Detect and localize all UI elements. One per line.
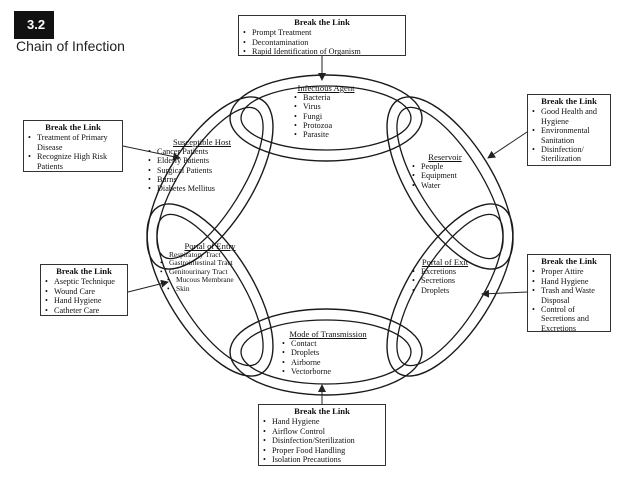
link-item: Contact xyxy=(282,339,388,348)
break-link-heading: Break the Link xyxy=(294,17,350,27)
link-item: Airborne xyxy=(282,358,388,367)
slide-title: Chain of Infection xyxy=(16,38,125,54)
portal-of-entry-label: Portal of Entry Respiratory Tract Gastro… xyxy=(160,242,260,294)
break-link-item: Catheter Care xyxy=(45,306,123,316)
break-link-box-right-top: Break the Link Good Health and Hygiene E… xyxy=(527,94,611,166)
break-link-item: Wound Care xyxy=(45,287,123,297)
link-item: Protozoa xyxy=(294,121,372,130)
break-link-heading: Break the Link xyxy=(45,122,101,132)
break-link-heading: Break the Link xyxy=(56,266,112,276)
break-link-item: Treatment of Primary Disease xyxy=(28,133,118,152)
link-item: Vectorborne xyxy=(282,367,388,376)
link-item: Genitourinary Tract xyxy=(160,267,260,277)
mode-of-transmission-label: Mode of Transmission Contact Droplets Ai… xyxy=(268,329,388,376)
break-link-box-right-bottom: Break the Link Proper Attire Hand Hygien… xyxy=(527,254,611,333)
break-link-item: Isolation Precautions xyxy=(263,455,381,465)
link-heading: Portal of Exit xyxy=(421,257,469,267)
break-link-item: Disinfection/Sterilization xyxy=(263,436,381,446)
reservoir-label: Reservoir People Equipment Water xyxy=(412,152,478,190)
link-item: Parasite xyxy=(294,130,372,139)
link-heading: Portal of Entry xyxy=(184,241,236,251)
break-link-box-bottom: Break the Link Hand Hygiene Airflow Cont… xyxy=(258,404,386,466)
link-item: Secretions xyxy=(412,276,478,285)
link-item: Gastrointestinal Tract xyxy=(160,259,260,268)
link-item: Cancer Patients xyxy=(148,147,238,156)
chain-link-mode-of-transmission xyxy=(229,308,423,396)
break-link-item: Rapid Identification of Organism xyxy=(243,47,401,57)
break-link-item: Aseptic Technique xyxy=(45,277,123,287)
break-link-item: Hand Hygiene xyxy=(532,277,606,287)
break-link-item: Hand Hygiene xyxy=(45,296,123,306)
link-heading: Mode of Transmission xyxy=(289,329,367,339)
break-link-item: Trash and Waste Disposal xyxy=(532,286,606,305)
arrow-right-top xyxy=(487,131,528,159)
infectious-agent-label: Infectious Agent Bacteria Virus Fungi Pr… xyxy=(280,83,372,139)
link-item: Equipment xyxy=(412,171,478,180)
susceptible-host-label: Susceptible Host Cancer Patients Elderly… xyxy=(148,137,238,193)
break-link-box-left-top: Break the Link Treatment of Primary Dise… xyxy=(23,120,123,172)
slide-number-badge: 3.2 xyxy=(14,11,54,39)
break-link-item: Disinfection/ Sterilization xyxy=(532,145,606,164)
link-item: Droplets xyxy=(282,348,388,357)
link-item: Droplets xyxy=(412,286,478,295)
arrow-right-bottom xyxy=(481,289,528,298)
break-link-heading: Break the Link xyxy=(294,406,350,416)
link-item: Bacteria xyxy=(294,93,372,102)
break-link-item: Proper Attire xyxy=(532,267,606,277)
break-link-item: Environmental Sanitation xyxy=(532,126,606,145)
link-heading: Susceptible Host xyxy=(172,137,231,147)
break-link-item: Good Health and Hygiene xyxy=(532,107,606,126)
link-item: Respiratory Tract xyxy=(160,250,260,260)
link-heading: Infectious Agent xyxy=(297,83,355,93)
link-item: Virus xyxy=(294,102,372,111)
break-link-box-top: Break the Link Prompt Treatment Decontam… xyxy=(238,15,406,57)
break-link-heading: Break the Link xyxy=(541,96,597,106)
link-item: Diabetes Mellitus xyxy=(148,184,238,193)
link-item: Excretions xyxy=(412,267,478,276)
link-item: Water xyxy=(412,181,478,190)
link-item: Burns xyxy=(148,175,238,184)
link-item: Mucous Membrane xyxy=(160,276,260,285)
portal-of-exit-label: Portal of Exit Excretions Secretions Dro… xyxy=(412,257,478,295)
break-link-item: Decontamination xyxy=(243,38,401,48)
link-item: Fungi xyxy=(294,112,372,121)
break-link-item: Control of Secretions and Excretions xyxy=(532,305,606,333)
chain-link-infectious-agent xyxy=(229,74,423,162)
slide-number: 3.2 xyxy=(27,17,46,32)
break-link-item: Prompt Treatment xyxy=(243,28,401,38)
break-link-box-left-bottom: Break the Link Aseptic Technique Wound C… xyxy=(40,264,128,316)
link-heading: Reservoir xyxy=(428,152,462,162)
break-link-item: Proper Food Handling xyxy=(263,446,381,456)
link-item: Surgical Patients xyxy=(148,166,238,175)
break-link-item: Hand Hygiene xyxy=(263,417,381,427)
break-link-item: Recognize High Risk Patients xyxy=(28,152,118,171)
link-item: Elderly Patients xyxy=(148,156,238,165)
link-item: Skin xyxy=(160,284,260,294)
link-item: People xyxy=(412,162,478,171)
break-link-item: Airflow Control xyxy=(263,427,381,437)
chain-link-reservoir xyxy=(386,96,514,270)
break-link-heading: Break the Link xyxy=(541,256,597,266)
